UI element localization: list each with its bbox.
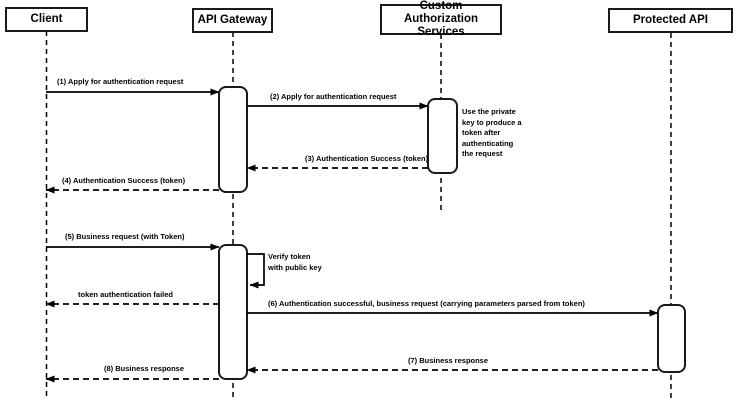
actor-box-protected-api: Protected API [608,8,733,33]
actor-box-api-gateway: API Gateway [192,8,273,33]
message-label-token-failed: token authentication failed [78,290,174,299]
actor-label-protected-api: Protected API [633,14,708,26]
activation-protected-api [657,304,686,373]
activation-custom-authorization-services [427,98,458,174]
message-label-3: (3) Authentication Success (token) [305,154,429,163]
actor-label-custom-authorization-services: Custom Authorization Services [403,0,479,38]
actor-label-client: Client [30,13,63,25]
actor-label-api-gateway: API Gateway [197,14,268,26]
activation-api-gateway-auth [218,86,248,193]
message-label-6: (6) Authentication successful, business … [268,299,585,308]
message-label-8: (8) Business response [104,364,185,373]
activation-api-gateway-business [218,244,248,380]
message-label-1: (1) Apply for authentication request [57,77,184,86]
self-message-label-verify-token: Verify token with public key [268,252,322,272]
note-use-private-key: Use the private key to produce a token a… [462,107,522,158]
message-label-4: (4) Authentication Success (token) [62,176,186,185]
message-label-2: (2) Apply for authentication request [270,92,397,101]
actor-box-client: Client [5,7,88,32]
arrow-self-verify-token [247,253,265,289]
actor-box-custom-authorization-services: Custom Authorization Services [380,0,502,38]
message-label-7: (7) Business response [408,356,489,365]
message-label-5: (5) Business request (with Token) [65,232,185,241]
